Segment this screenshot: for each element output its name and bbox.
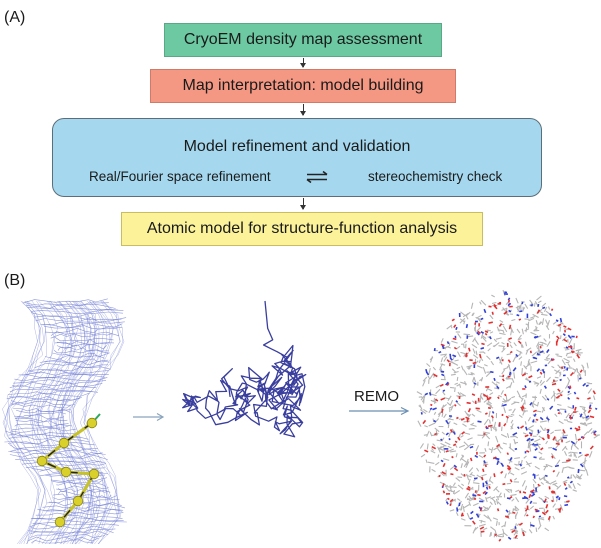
arrow-interp-to-refine [300, 104, 306, 116]
calpha-trace-image [182, 300, 307, 438]
exchange-arrows-icon [306, 170, 328, 184]
model-building-label: Map interpretation: model building [182, 77, 424, 94]
panel-b-label: (B) [4, 272, 26, 289]
arrow-refine-to-atomic [300, 198, 306, 210]
refinement-validation-box: Model refinement and validation Real/Fou… [52, 118, 542, 197]
density-map-assessment-label: CryoEM density map assessment [183, 31, 423, 48]
remo-label: REMO [354, 388, 399, 405]
arrow-mesh-to-trace [133, 412, 165, 422]
atomic-model-label: Atomic model for structure-function anal… [146, 220, 458, 237]
remo-arrow [349, 406, 410, 416]
stereochemistry-check-label: stereochemistry check [368, 169, 503, 184]
real-fourier-refinement-label: Real/Fourier space refinement [89, 169, 271, 184]
model-building-box: Map interpretation: model building [150, 69, 456, 103]
atomic-model-box: Atomic model for structure-function anal… [121, 212, 483, 246]
panel-a-label: (A) [4, 9, 26, 26]
arrow-assess-to-interp [300, 58, 306, 68]
density-map-assessment-box: CryoEM density map assessment [164, 23, 442, 57]
density-mesh-image [2, 298, 127, 545]
refinement-validation-title: Model refinement and validation [183, 138, 411, 155]
full-atom-model-image [416, 289, 600, 542]
